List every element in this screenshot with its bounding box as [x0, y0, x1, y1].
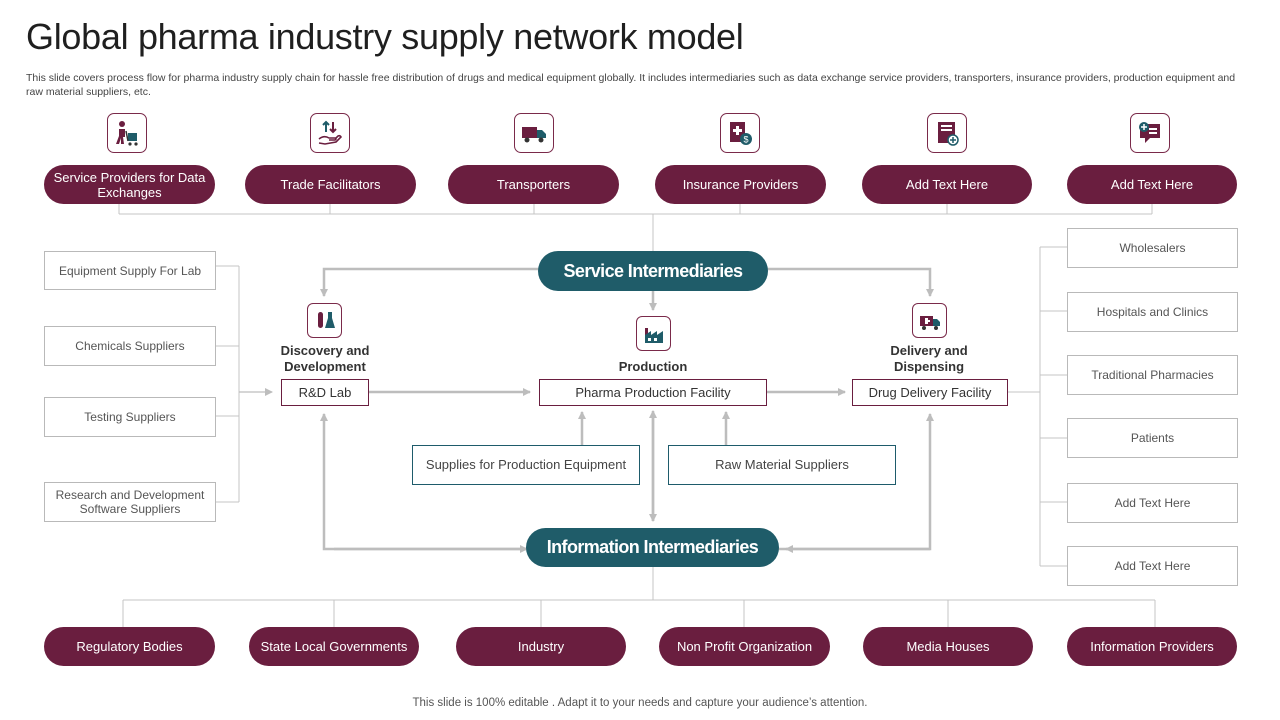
provider-trade-facilitators: Trade Facilitators	[245, 165, 416, 204]
customer-traditional-pharmacies: Traditional Pharmacies	[1067, 355, 1238, 395]
test-tube-flask-icon	[307, 303, 342, 338]
customer-add-text-2: Add Text Here	[1067, 546, 1238, 586]
chat-plus-icon	[1130, 113, 1170, 153]
provider-add-text-2: Add Text Here	[1067, 165, 1237, 204]
page-title: Global pharma industry supply network mo…	[26, 16, 744, 57]
provider-regulatory-bodies: Regulatory Bodies	[44, 627, 215, 666]
supplier-equipment-lab: Equipment Supply For Lab	[44, 251, 216, 290]
supplier-rnd-software: Research and Development Software Suppli…	[44, 482, 216, 522]
hand-with-exchange-arrows-icon	[310, 113, 350, 153]
medical-folder-icon	[927, 113, 967, 153]
customer-hospitals-clinics: Hospitals and Clinics	[1067, 292, 1238, 332]
customer-patients: Patients	[1067, 418, 1238, 458]
provider-data-exchanges: Service Providers for Data Exchanges	[44, 165, 215, 204]
worker-with-cart-icon	[107, 113, 147, 153]
medical-bill-icon: $	[720, 113, 760, 153]
customer-add-text-1: Add Text Here	[1067, 483, 1238, 523]
ambulance-truck-icon	[912, 303, 947, 338]
provider-industry: Industry	[456, 627, 626, 666]
service-intermediaries-hub: Service Intermediaries	[538, 251, 768, 291]
information-intermediaries-hub: Information Intermediaries	[526, 528, 779, 567]
input-raw-material: Raw Material Suppliers	[668, 445, 896, 485]
provider-state-local-governments: State Local Governments	[249, 627, 419, 666]
svg-text:$: $	[743, 135, 748, 145]
facility-drug-delivery: Drug Delivery Facility	[852, 379, 1008, 406]
provider-add-text-1: Add Text Here	[862, 165, 1032, 204]
footer-note: This slide is 100% editable . Adapt it t…	[412, 697, 868, 709]
provider-insurance: Insurance Providers	[655, 165, 826, 204]
customer-wholesalers: Wholesalers	[1067, 228, 1238, 268]
stage-label-production: Production	[618, 359, 688, 374]
delivery-truck-icon	[514, 113, 554, 153]
page-subtitle: This slide covers process flow for pharm…	[26, 72, 1236, 98]
stage-label-delivery: Delivery and Dispensing	[890, 343, 968, 374]
factory-icon	[636, 316, 671, 351]
facility-rnd-lab: R&D Lab	[281, 379, 369, 406]
input-production-equipment: Supplies for Production Equipment	[412, 445, 640, 485]
provider-transporters: Transporters	[448, 165, 619, 204]
provider-non-profit: Non Profit Organization	[659, 627, 830, 666]
supplier-testing: Testing Suppliers	[44, 397, 216, 437]
facility-pharma-production: Pharma Production Facility	[539, 379, 767, 406]
supplier-chemicals: Chemicals Suppliers	[44, 326, 216, 366]
provider-information: Information Providers	[1067, 627, 1237, 666]
provider-media-houses: Media Houses	[863, 627, 1033, 666]
stage-label-discovery: Discovery and Development	[280, 343, 370, 374]
